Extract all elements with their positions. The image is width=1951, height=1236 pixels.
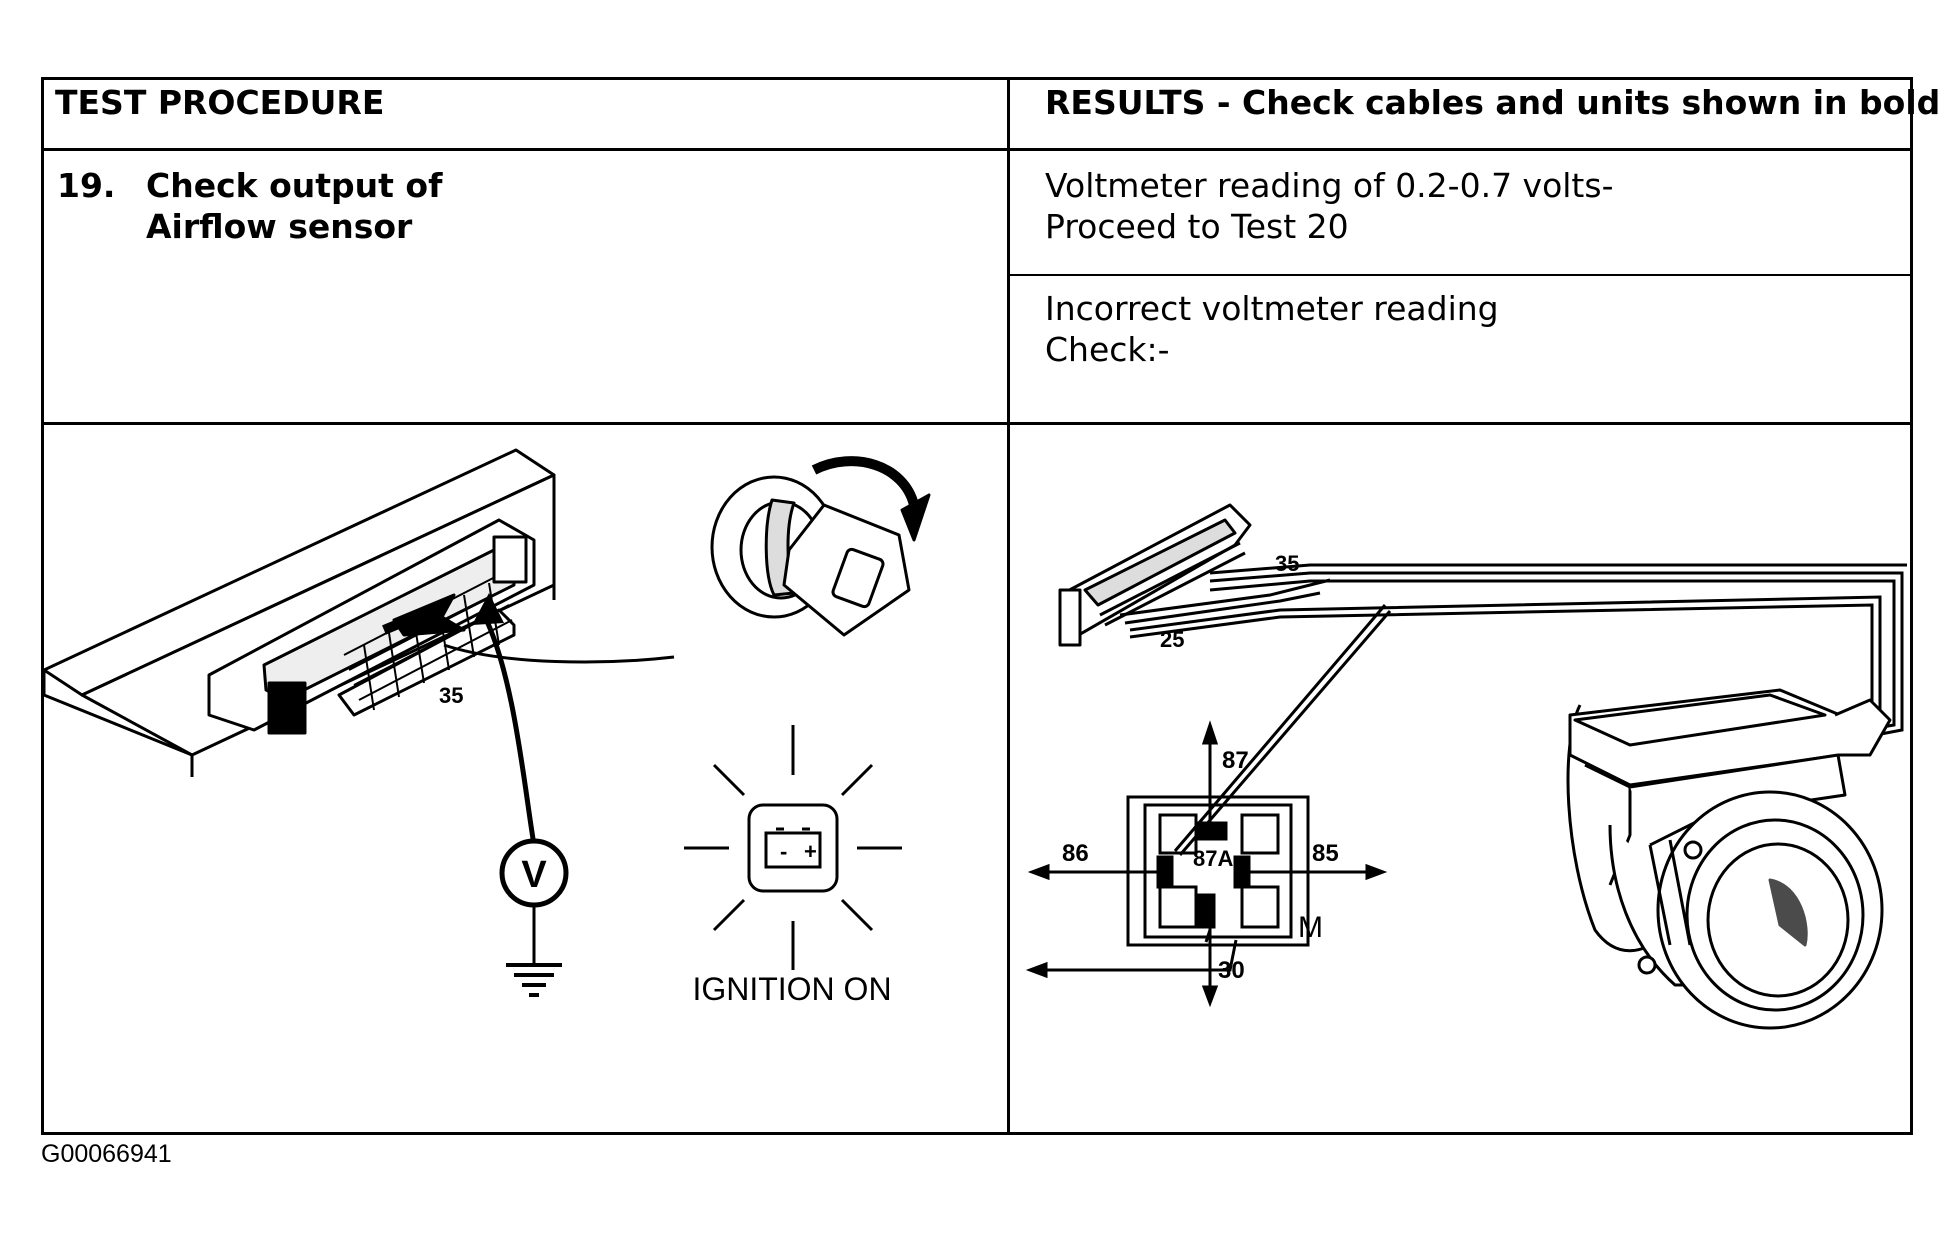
relay-pin-86: 86 <box>1062 840 1089 867</box>
voltmeter-symbol: V <box>521 854 547 896</box>
figure-id: G00066941 <box>41 1140 172 1168</box>
relay-label: M <box>1298 911 1323 944</box>
relay-pin-85: 85 <box>1312 840 1339 867</box>
ecu-connector-icon <box>44 448 675 777</box>
ignition-label: IGNITION ON <box>692 971 891 1007</box>
test-title-line1: Check output of <box>146 166 443 205</box>
circuit-diagram: 35 25 87 86 87A 85 30 M <box>1025 503 1907 1030</box>
test-number: 19. <box>57 166 116 205</box>
test-setup-diagram: 35 V - + IGNITION ON <box>44 448 931 1007</box>
result-1-line1: Voltmeter reading of 0.2-0.7 volts- <box>1045 166 1614 205</box>
ground-icon <box>506 963 562 997</box>
header-left-title: TEST PROCEDURE <box>55 83 385 122</box>
relay-pin-30: 30 <box>1218 957 1245 984</box>
results-divider <box>1007 274 1913 276</box>
header-right-title: RESULTS - Check cables and units shown i… <box>1045 83 1941 122</box>
relay-pin-87a: 87A <box>1193 846 1233 871</box>
diagram-divider <box>41 422 1913 425</box>
test-title-line2: Airflow sensor <box>146 207 413 246</box>
column-divider <box>1007 77 1010 1135</box>
harness-connector-icon <box>1058 503 1252 647</box>
relay-icon <box>1025 720 1388 1008</box>
header-divider <box>41 148 1913 151</box>
ignition-key-icon <box>710 456 931 637</box>
result-2-line2: Check:- <box>1045 330 1170 369</box>
connector-pin-top: 35 <box>1275 551 1299 576</box>
result-1-line2: Proceed to Test 20 <box>1045 207 1349 246</box>
relay-pin-87: 87 <box>1222 747 1249 774</box>
airflow-sensor-icon <box>1566 688 1892 1030</box>
battery-plus: + <box>804 839 817 864</box>
connector-pin-bottom: 25 <box>1160 627 1184 652</box>
result-2-line1: Incorrect voltmeter reading <box>1045 289 1499 328</box>
test-procedure-table <box>41 77 1913 1135</box>
voltmeter-icon <box>472 593 569 965</box>
battery-warning-icon <box>684 725 902 970</box>
left-pin-label: 35 <box>439 683 463 708</box>
battery-minus: - <box>780 839 787 864</box>
